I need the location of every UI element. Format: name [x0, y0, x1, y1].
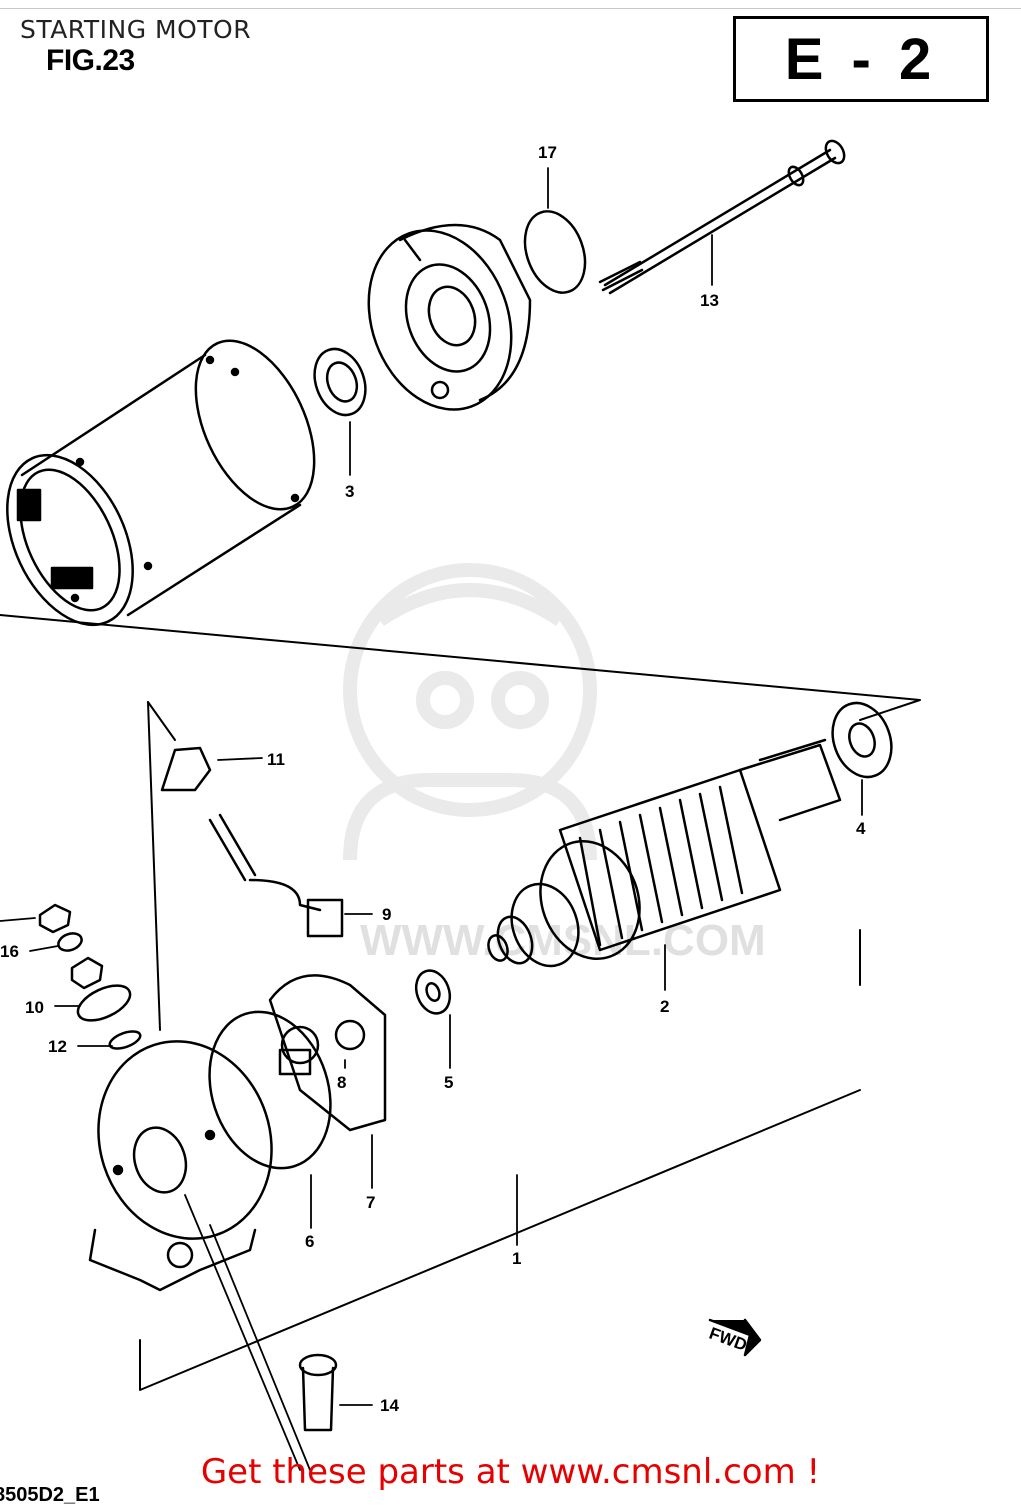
- callout-2: 2: [660, 997, 669, 1016]
- callout-4: 4: [856, 819, 866, 838]
- callout-11: 11: [267, 750, 285, 769]
- yoke-housing: [6, 339, 316, 627]
- callout-5: 5: [444, 1073, 453, 1092]
- o-ring-6: [208, 1010, 332, 1170]
- nut-top: [38, 903, 72, 934]
- diagram-title: STARTING MOTOR: [20, 15, 252, 44]
- callout-17: 17: [538, 143, 557, 162]
- parts-cta-link[interactable]: Get these parts at www.cmsnl.com !: [200, 1452, 821, 1492]
- callout-10: 10: [25, 998, 44, 1017]
- brush-holder-7: [268, 974, 387, 1132]
- callout-3: 3: [345, 482, 354, 501]
- section-code: E - 2: [784, 26, 938, 92]
- diagram-code: 8505D2_E1: [0, 1484, 100, 1506]
- washer-10: [76, 984, 132, 1022]
- lock-washer-16: [57, 932, 83, 952]
- callout-9: 9: [382, 905, 391, 924]
- callout-6: 6: [305, 1232, 314, 1251]
- through-bolt-13: [598, 139, 846, 295]
- oil-seal-3: [313, 347, 367, 417]
- rear-bracket: [367, 223, 532, 411]
- callout-1: 1: [512, 1249, 521, 1268]
- assembly-boundary: [0, 614, 921, 1391]
- washer-5: [414, 969, 452, 1015]
- figure-number: FIG.23: [46, 44, 135, 77]
- callout-labels: 1 2 3 4 5 6 7 8 9 10 11 12 13 14 16 17 F…: [0, 143, 866, 1415]
- leader-lines: [0, 167, 863, 1471]
- washer-5-inner: [425, 982, 441, 1002]
- armature-2: [487, 738, 842, 968]
- callout-14: 14: [380, 1396, 399, 1415]
- watermark-text: WWW.CMSNL.COM: [360, 916, 766, 965]
- screw-14: [298, 1353, 338, 1432]
- callout-13: 13: [700, 291, 719, 310]
- section-code-box: E - 2: [733, 16, 989, 102]
- washer-4: [831, 701, 893, 779]
- callout-7: 7: [366, 1193, 375, 1212]
- callout-16: 16: [0, 942, 19, 961]
- nut-10: [70, 956, 104, 990]
- top-rule: [0, 8, 1021, 9]
- callout-8: 8: [337, 1073, 346, 1092]
- brush-9: [208, 813, 344, 938]
- watermark-logo: [343, 563, 597, 861]
- o-ring-12: [108, 1030, 142, 1050]
- o-ring-17: [523, 210, 587, 294]
- fwd-marker: [708, 1318, 762, 1357]
- callout-12: 12: [48, 1037, 67, 1056]
- front-bracket: [88, 1040, 273, 1292]
- washer-4-inner: [848, 722, 876, 758]
- terminal-11: [160, 746, 212, 792]
